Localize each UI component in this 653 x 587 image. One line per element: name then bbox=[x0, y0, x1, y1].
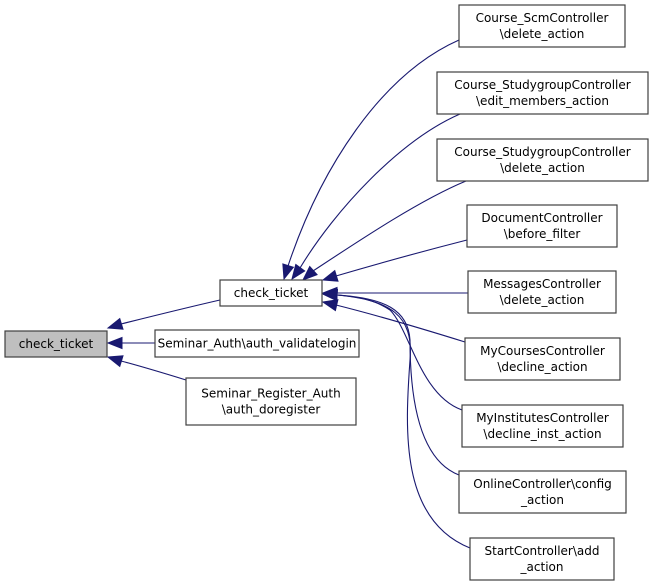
node-label: Seminar_Auth\auth_validatelogin bbox=[158, 337, 357, 351]
node-label: \edit_members_action bbox=[476, 94, 609, 108]
edge-mid-to-root bbox=[106, 299, 221, 330]
node-box[interactable] bbox=[185, 377, 357, 426]
node-label: MyCoursesController bbox=[480, 344, 605, 358]
edge-document-to-mid bbox=[321, 239, 468, 282]
node-box[interactable] bbox=[458, 470, 627, 514]
nodes: check_ticketcheck_ticketSeminar_Auth\aut… bbox=[4, 4, 649, 581]
arrow-head-icon bbox=[106, 317, 124, 330]
node-box[interactable] bbox=[436, 71, 649, 115]
node-label: \delete_action bbox=[500, 27, 585, 41]
arrow-head-icon bbox=[291, 263, 306, 281]
node-label: Course_StudygroupController bbox=[454, 78, 630, 92]
edge-line bbox=[335, 239, 468, 277]
node-label: Course_StudygroupController bbox=[454, 145, 630, 159]
edge-line bbox=[120, 299, 221, 325]
edge-line bbox=[299, 113, 461, 269]
node-label: StartController\add bbox=[485, 544, 600, 558]
node-box[interactable] bbox=[461, 404, 624, 448]
edge-seminar_auth-to-root bbox=[106, 336, 155, 350]
node-box[interactable] bbox=[464, 337, 621, 381]
node-start[interactable]: StartController\add _action bbox=[469, 537, 615, 581]
node-label: \delete_action bbox=[500, 293, 585, 307]
node-seminar-register[interactable]: Seminar_Register_Auth \auth_doregister bbox=[185, 377, 357, 426]
edges bbox=[106, 39, 471, 549]
node-sg-edit[interactable]: Course_StudygroupController \edit_members… bbox=[436, 71, 649, 115]
arrow-head-icon bbox=[301, 265, 318, 281]
node-label: \auth_doregister bbox=[222, 403, 321, 417]
edge-line bbox=[120, 360, 187, 381]
node-label: Course_ScmController bbox=[476, 11, 609, 25]
edge-scm-to-mid bbox=[282, 39, 460, 281]
node-label: MessagesController bbox=[483, 277, 601, 291]
node-box[interactable] bbox=[466, 204, 618, 248]
node-label: \decline_inst_action bbox=[483, 427, 601, 441]
edge-line bbox=[312, 180, 467, 272]
edge-mycourses-to-mid bbox=[321, 299, 466, 343]
arrow-head-icon bbox=[106, 355, 124, 368]
node-label: Seminar_Register_Auth bbox=[201, 387, 340, 401]
node-label: DocumentController bbox=[481, 211, 602, 225]
node-box[interactable] bbox=[436, 138, 649, 182]
node-label: \delete_action bbox=[500, 161, 585, 175]
edge-start-to-mid bbox=[321, 288, 471, 549]
node-online[interactable]: OnlineController\config _action bbox=[458, 470, 627, 514]
node-root[interactable]: check_ticket bbox=[4, 330, 108, 358]
node-messages[interactable]: MessagesController \delete_action bbox=[467, 270, 617, 314]
edge-messages-to-mid bbox=[321, 286, 468, 300]
node-label: check_ticket bbox=[19, 337, 94, 351]
arrow-head-icon bbox=[321, 288, 338, 302]
node-label: _action bbox=[520, 560, 564, 574]
node-box[interactable] bbox=[458, 4, 626, 48]
node-label: \before_filter bbox=[504, 227, 581, 241]
node-myinstitutes[interactable]: MyInstitutesController \decline_inst_acti… bbox=[461, 404, 624, 448]
node-mid[interactable]: check_ticket bbox=[219, 279, 323, 307]
node-label: OnlineController\config bbox=[473, 477, 612, 491]
edge-sg_edit-to-mid bbox=[291, 113, 461, 281]
node-document[interactable]: DocumentController \before_filter bbox=[466, 204, 618, 248]
arrow-head-icon bbox=[321, 269, 339, 282]
node-box[interactable] bbox=[4, 330, 108, 358]
arrow-head-icon bbox=[321, 299, 339, 312]
node-mycourses[interactable]: MyCoursesController \decline_action bbox=[464, 337, 621, 381]
node-label: check_ticket bbox=[234, 286, 309, 300]
node-box[interactable] bbox=[154, 329, 360, 358]
node-label: MyInstitutesController bbox=[476, 411, 609, 425]
edge-line bbox=[287, 39, 460, 267]
edge-line bbox=[336, 294, 471, 549]
node-box[interactable] bbox=[219, 279, 323, 307]
node-box[interactable] bbox=[469, 537, 615, 581]
node-label: \decline_action bbox=[497, 360, 587, 374]
node-sg-delete[interactable]: Course_StudygroupController \delete_actio… bbox=[436, 138, 649, 182]
node-seminar-auth[interactable]: Seminar_Auth\auth_validatelogin bbox=[154, 329, 360, 358]
arrow-head-icon bbox=[106, 336, 123, 350]
node-scm[interactable]: Course_ScmController \delete_action bbox=[458, 4, 626, 48]
node-label: _action bbox=[520, 493, 564, 507]
edge-line bbox=[335, 304, 466, 343]
node-box[interactable] bbox=[467, 270, 617, 314]
edge-seminar_register-to-root bbox=[106, 355, 187, 381]
edge-sg_delete-to-mid bbox=[301, 180, 467, 281]
arrow-head-icon bbox=[282, 263, 295, 281]
